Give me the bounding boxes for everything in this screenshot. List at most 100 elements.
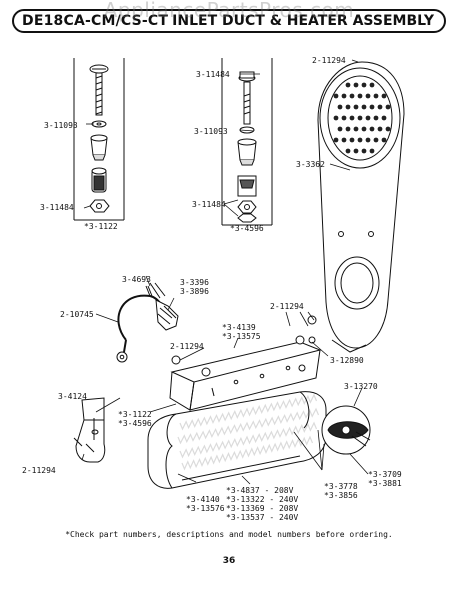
perforation-hole <box>361 104 367 110</box>
perforation-hole <box>365 137 371 143</box>
part-label-3-11484-left: 3-11484 <box>40 203 74 212</box>
part-label-3-13537: *3-13537 - 240V <box>226 513 299 522</box>
part-label-3-11093-left: 3-11093 <box>44 121 78 130</box>
part-label-3-13576: *3-13576 <box>186 504 225 513</box>
mount-screw-left <box>89 64 109 116</box>
watermark: AppliancePartsPros.com <box>103 0 355 22</box>
part-label-3-1122: *3-1122 <box>84 222 118 231</box>
part-label-2-11294-duct: 2-11294 <box>312 56 346 65</box>
insulator-middle <box>237 138 257 166</box>
spacer-middle <box>237 175 257 197</box>
part-label-3-3856: *3-3856 <box>324 491 358 500</box>
perforation-hole <box>377 126 383 132</box>
perforation-hole <box>345 126 351 132</box>
perforation-hole <box>337 126 343 132</box>
page-number: 36 <box>222 556 236 566</box>
duct-perforations <box>333 82 391 154</box>
perforation-hole <box>377 104 383 110</box>
part-label-3-13575: *3-13575 <box>222 332 261 341</box>
part-label-3-1122-lower: *3-1122 <box>118 410 152 419</box>
part-label-3-4124: 3-4124 <box>58 392 87 401</box>
nuts-middle <box>237 200 257 223</box>
title-banner: DE18CA-CM/CS-CT INLET DUCT & HEATER ASSE… <box>12 9 446 33</box>
perforation-hole <box>357 115 363 121</box>
perforation-hole <box>369 126 375 132</box>
perforation-hole <box>357 137 363 143</box>
inlet-duct <box>317 61 405 353</box>
part-label-3-11093-middle: 3-11093 <box>194 127 228 136</box>
perforation-hole <box>353 82 359 88</box>
perforation-hole <box>353 148 359 154</box>
inset-box-left <box>73 58 125 221</box>
part-label-3-13369: *3-13369 - 208V <box>226 504 299 513</box>
spacer-left <box>91 167 107 193</box>
leader-lines <box>81 59 369 485</box>
heater-housing <box>147 391 327 489</box>
part-label-3-12890: 3-12890 <box>330 356 364 365</box>
part-label-3-13322: *3-13322 - 240V <box>226 495 299 504</box>
perforation-hole <box>373 93 379 99</box>
perforation-hole <box>373 115 379 121</box>
perforation-hole <box>361 126 367 132</box>
perforation-hole <box>361 148 367 154</box>
part-label-3-4596-lower: *3-4596 <box>118 419 152 428</box>
part-label-3-3362: 3-3362 <box>296 160 325 169</box>
part-label-2-10745: 2-10745 <box>60 310 94 319</box>
perforation-hole <box>333 93 339 99</box>
perforation-hole <box>381 115 387 121</box>
washer-left <box>91 120 107 128</box>
perforation-hole <box>341 93 347 99</box>
terminal-studs-cover <box>171 315 317 377</box>
part-label-3-3396: 3-3396 <box>180 278 209 287</box>
perforation-hole <box>353 126 359 132</box>
perforation-hole <box>385 104 391 110</box>
perforation-hole <box>365 93 371 99</box>
part-label-2-11294-upper: 2-11294 <box>270 302 304 311</box>
part-label-3-3896: 3-3896 <box>180 287 209 296</box>
perforation-hole <box>381 93 387 99</box>
perforation-hole <box>333 137 339 143</box>
part-label-3-3709: *3-3709 <box>368 470 402 479</box>
terminal-stud-middle <box>238 71 256 125</box>
perforation-hole <box>353 104 359 110</box>
perforation-hole <box>349 115 355 121</box>
part-label-3-3778: *3-3778 <box>324 482 358 491</box>
assembly-title: INLET DUCT & HEATER ASSEMBLY <box>172 13 434 29</box>
part-label-3-11484-bottom: 3-11484 <box>192 200 226 209</box>
perforation-hole <box>361 82 367 88</box>
perforation-hole <box>369 104 375 110</box>
perforation-hole <box>365 115 371 121</box>
perforation-hole <box>345 82 351 88</box>
part-label-3-13270: 3-13270 <box>344 382 378 391</box>
perforation-hole <box>349 93 355 99</box>
terminal-bracket <box>73 397 106 463</box>
model-number: DE18CA-CM/CS-CT <box>22 13 169 29</box>
perforation-hole <box>349 137 355 143</box>
perforation-hole <box>369 82 375 88</box>
part-label-3-4139: *3-4139 <box>222 323 256 332</box>
perforation-hole <box>345 104 351 110</box>
part-label-3-11484-top: 3-11484 <box>196 70 230 79</box>
part-label-3-4837: *3-4837 - 208V <box>226 486 294 495</box>
ordering-note: *Check part numbers, descriptions and mo… <box>65 530 393 539</box>
inset-box-middle <box>221 58 273 226</box>
part-label-3-3881: *3-3881 <box>368 479 402 488</box>
perforation-hole <box>373 137 379 143</box>
perforation-hole <box>369 148 375 154</box>
perforation-hole <box>381 137 387 143</box>
perforation-hole <box>385 126 391 132</box>
part-label-3-4693: 3-4693 <box>122 275 151 284</box>
thermostat-wire <box>116 282 179 363</box>
perforation-hole <box>341 137 347 143</box>
perforation-hole <box>337 104 343 110</box>
insulator-left <box>90 134 108 161</box>
perforation-hole <box>357 93 363 99</box>
perforation-hole <box>341 115 347 121</box>
hi-limit-thermostat <box>321 405 371 455</box>
perforation-hole <box>345 148 351 154</box>
part-label-2-11294-bracket: 2-11294 <box>22 466 56 475</box>
part-label-3-4596: *3-4596 <box>230 224 264 233</box>
part-label-2-11294-cover: 2-11294 <box>170 342 204 351</box>
